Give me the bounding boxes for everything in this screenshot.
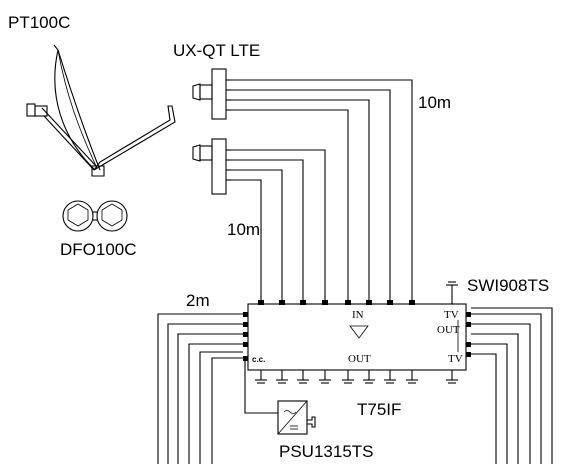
lnb-label: UX-QT LTE (173, 41, 260, 60)
lnb-bottom-cables (231, 149, 326, 300)
switch-label: SWI908TS (467, 276, 549, 295)
lnb-bottom-icon (192, 138, 231, 195)
input-ports (258, 300, 415, 305)
terminator-icons (255, 370, 458, 384)
lnb-top-icon (192, 68, 231, 120)
left-output-cables (157, 312, 248, 464)
tv-bottom-label: TV (448, 353, 463, 365)
bracket-label: DFO100C (60, 240, 137, 259)
right-output-cables (466, 307, 553, 464)
in-label: IN (352, 309, 364, 321)
amplifier-icon (349, 325, 369, 339)
psu-label: PSU1315TS (279, 442, 374, 461)
switch-terminator-icon (446, 281, 458, 304)
cc-label: c.c. (252, 355, 265, 364)
out-side-label: OUT (437, 324, 460, 336)
cable-length-right-label: 10m (418, 93, 451, 112)
multiswitch-box: IN OUT c.c. TV OUT TV (247, 300, 467, 371)
out-label: OUT (348, 353, 371, 365)
lnb-top-cables (231, 79, 413, 300)
multiswitch-model-label: T75IF (357, 400, 401, 419)
satellite-dish-icon (26, 44, 176, 177)
tv-top-label: TV (444, 309, 459, 321)
cable-length-left-label: 10m (227, 220, 260, 239)
antenna-label: PT100C (8, 13, 70, 32)
bracket-icon (62, 200, 128, 232)
cable-length-2m-label: 2m (186, 291, 210, 310)
power-supply-icon (243, 356, 316, 435)
